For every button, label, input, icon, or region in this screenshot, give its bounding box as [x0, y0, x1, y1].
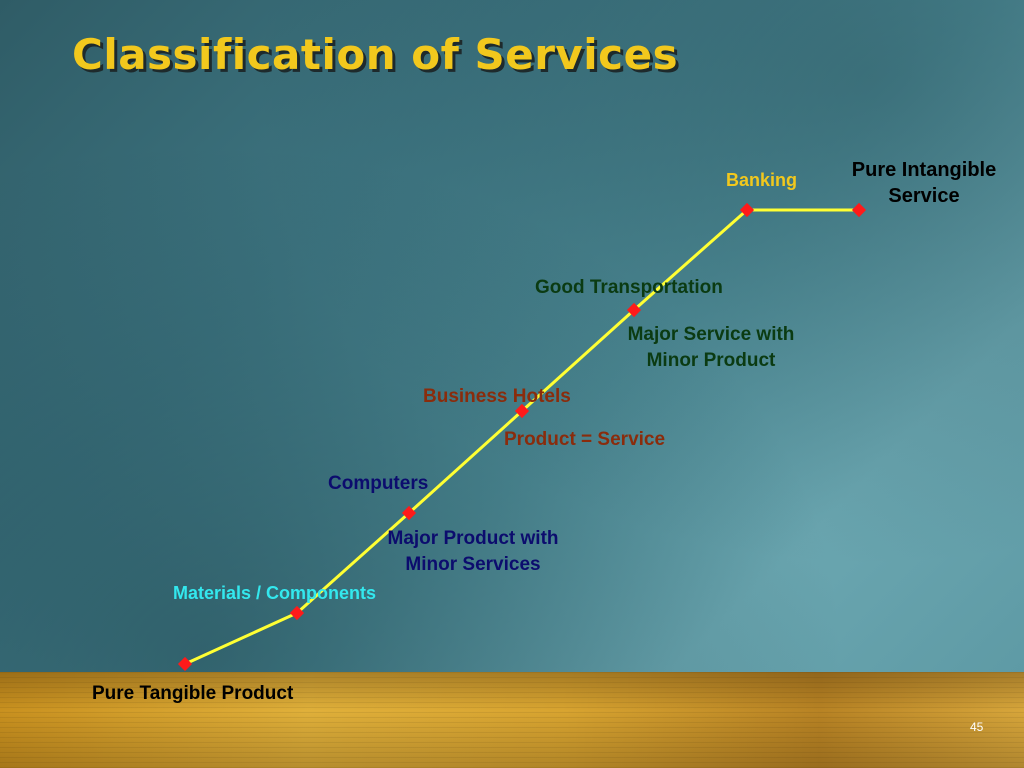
- marker-materials: [289, 605, 305, 621]
- marker-business-hotels: [514, 403, 530, 419]
- marker-computers: [401, 505, 417, 521]
- slide-title: Classification of Services: [72, 30, 679, 79]
- marker-good-transportation: [626, 302, 642, 318]
- label-banking: Banking: [726, 170, 798, 190]
- marker-pure-intangible: [851, 202, 867, 218]
- slide-number: 45: [970, 720, 984, 734]
- bottom-band-shade: [0, 672, 1024, 768]
- marker-pure-tangible: [177, 656, 193, 672]
- label-pure-intangible-service: Pure Intangible Service: [851, 159, 997, 207]
- label-computers: Computers: [328, 473, 429, 494]
- label-major-service-minor-product: Major Service with Minor Product: [627, 324, 795, 371]
- label-product-equals-service: Product = Service: [504, 429, 666, 450]
- marker-banking: [739, 202, 755, 218]
- bottom-decorative-band: [0, 672, 1024, 768]
- label-business-hotels: Business Hotels: [423, 386, 571, 407]
- label-good-transportation: Good Transportation: [535, 277, 723, 298]
- label-major-product-minor-services: Major Product with Minor Services: [387, 528, 559, 575]
- label-materials-components: Materials / Components: [173, 583, 377, 603]
- label-pure-tangible-product: Pure Tangible Product: [92, 683, 294, 704]
